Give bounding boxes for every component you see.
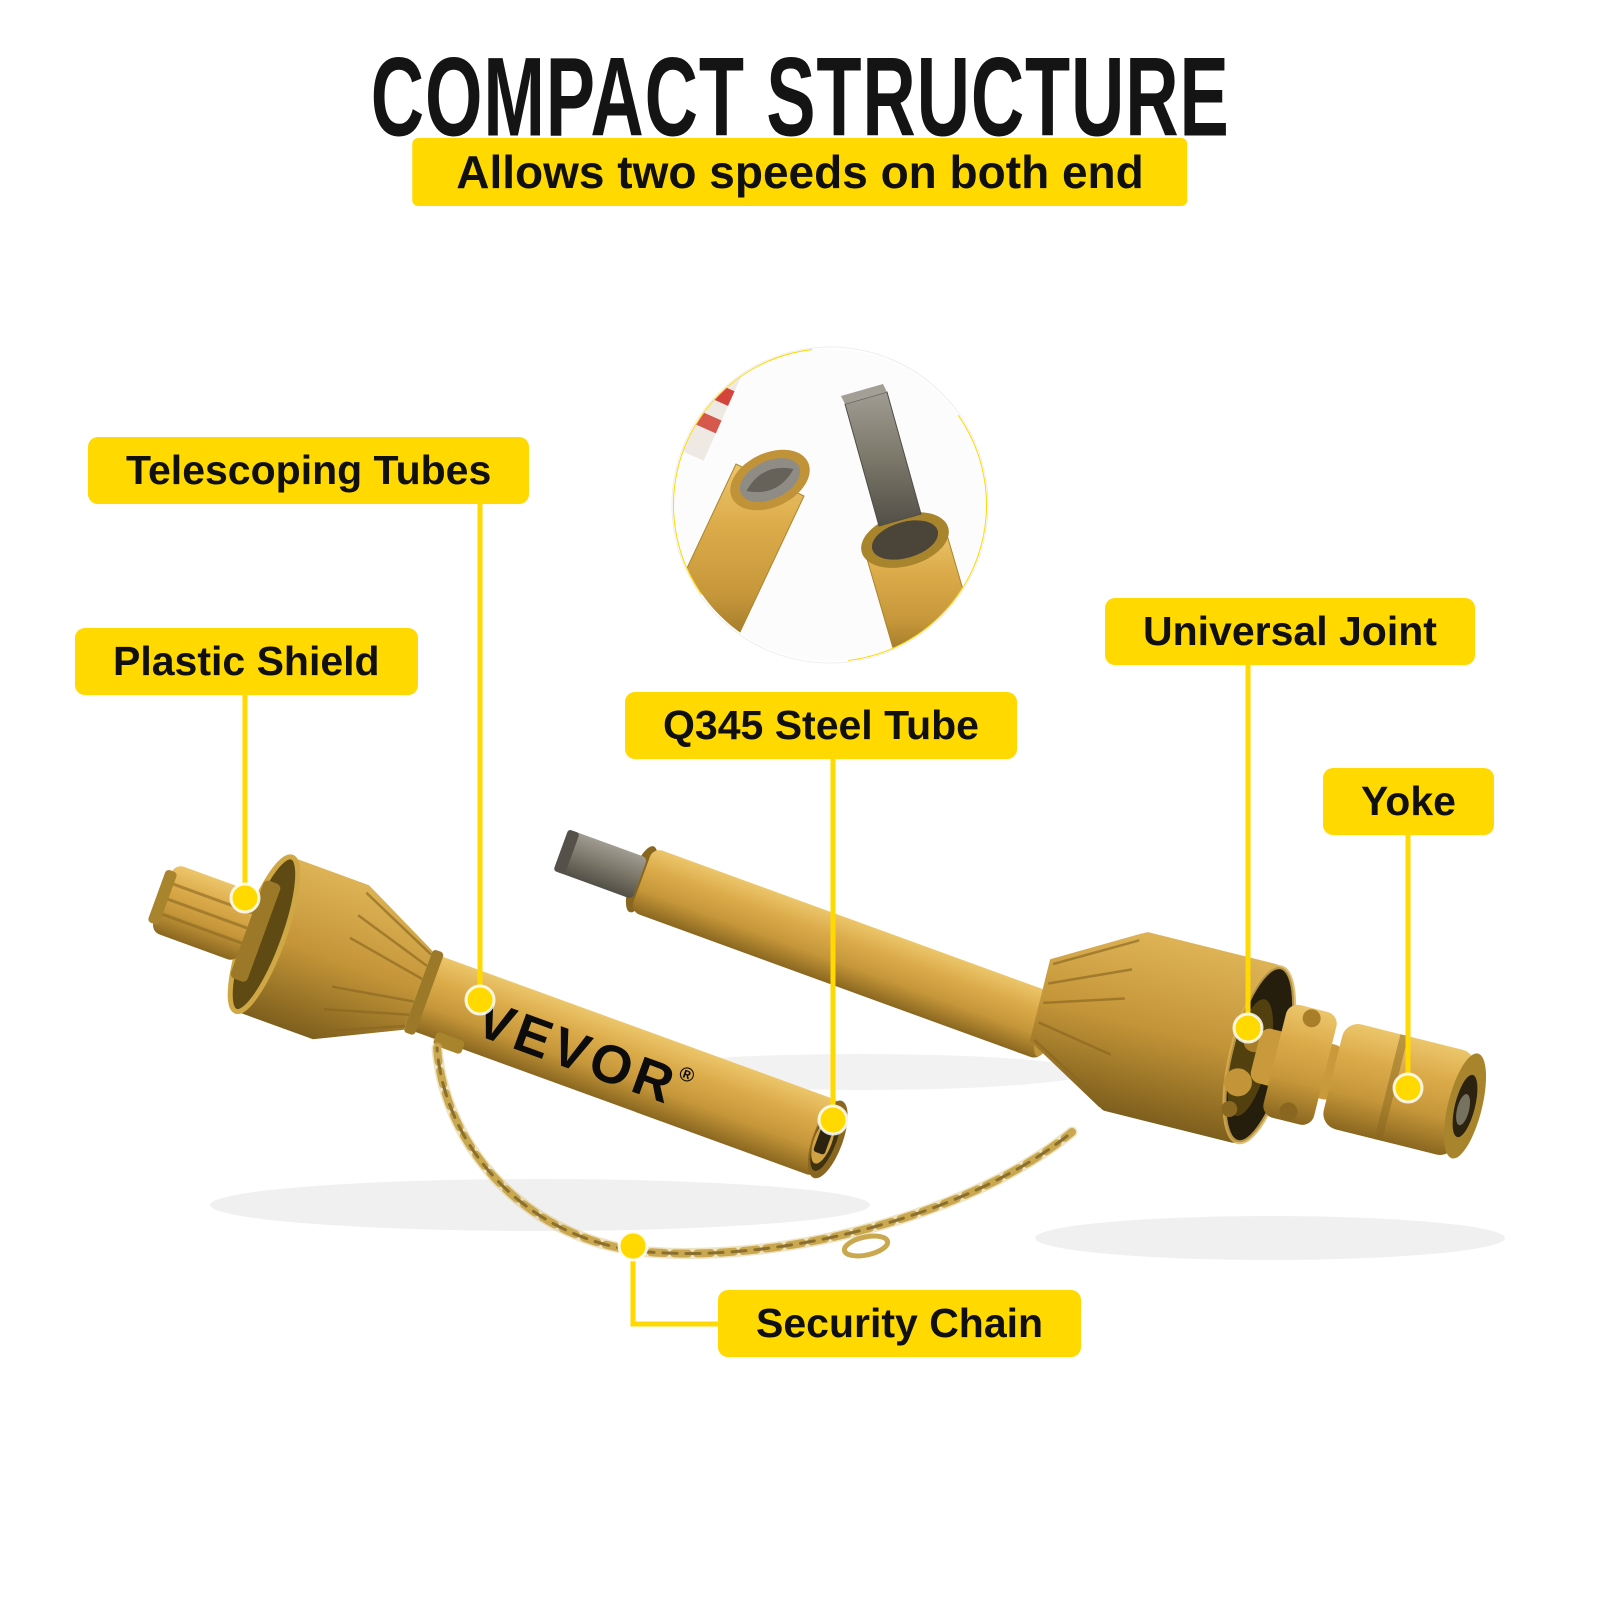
callout-telescoping-tubes: Telescoping Tubes [88,437,530,504]
shield-cone-right-ribs [1033,939,1140,1101]
chain-clip [841,1233,891,1259]
callout-plastic-shield: Plastic Shield [75,628,418,695]
chain-clamp [433,1032,465,1054]
security-chain-dot [617,1230,649,1262]
right-shaft-assembly [1029,932,1487,1159]
subtitle-banner: Allows two speeds on both end [412,138,1188,206]
shield-tube [406,954,840,1175]
plastic-shield-dot [229,882,261,914]
detail-inset [671,346,989,664]
steel-tube-tip [554,830,646,898]
universal-joint-dot [1232,1012,1264,1044]
leader-lines [242,500,1411,1327]
callout-dots [229,882,1424,1262]
security-chain [431,1042,1078,1259]
security-chain-leader-line [630,1246,718,1327]
yoke-dot [1392,1072,1424,1104]
shield-cone-ribs [315,891,432,1034]
callout-yoke: Yoke [1323,768,1494,835]
q345-steel-tube-dot [817,1104,849,1136]
telescoping-tubes-dot [464,984,496,1016]
callout-universal-joint: Universal Joint [1105,598,1475,665]
shield-cone-right [1029,932,1144,1108]
callout-q345-steel-tube: Q345 Steel Tube [625,692,1017,759]
product-shadows [210,1054,1505,1260]
left-shaft-assembly: VEVOR ® [148,854,848,1179]
callout-security-chain: Security Chain [718,1290,1082,1357]
